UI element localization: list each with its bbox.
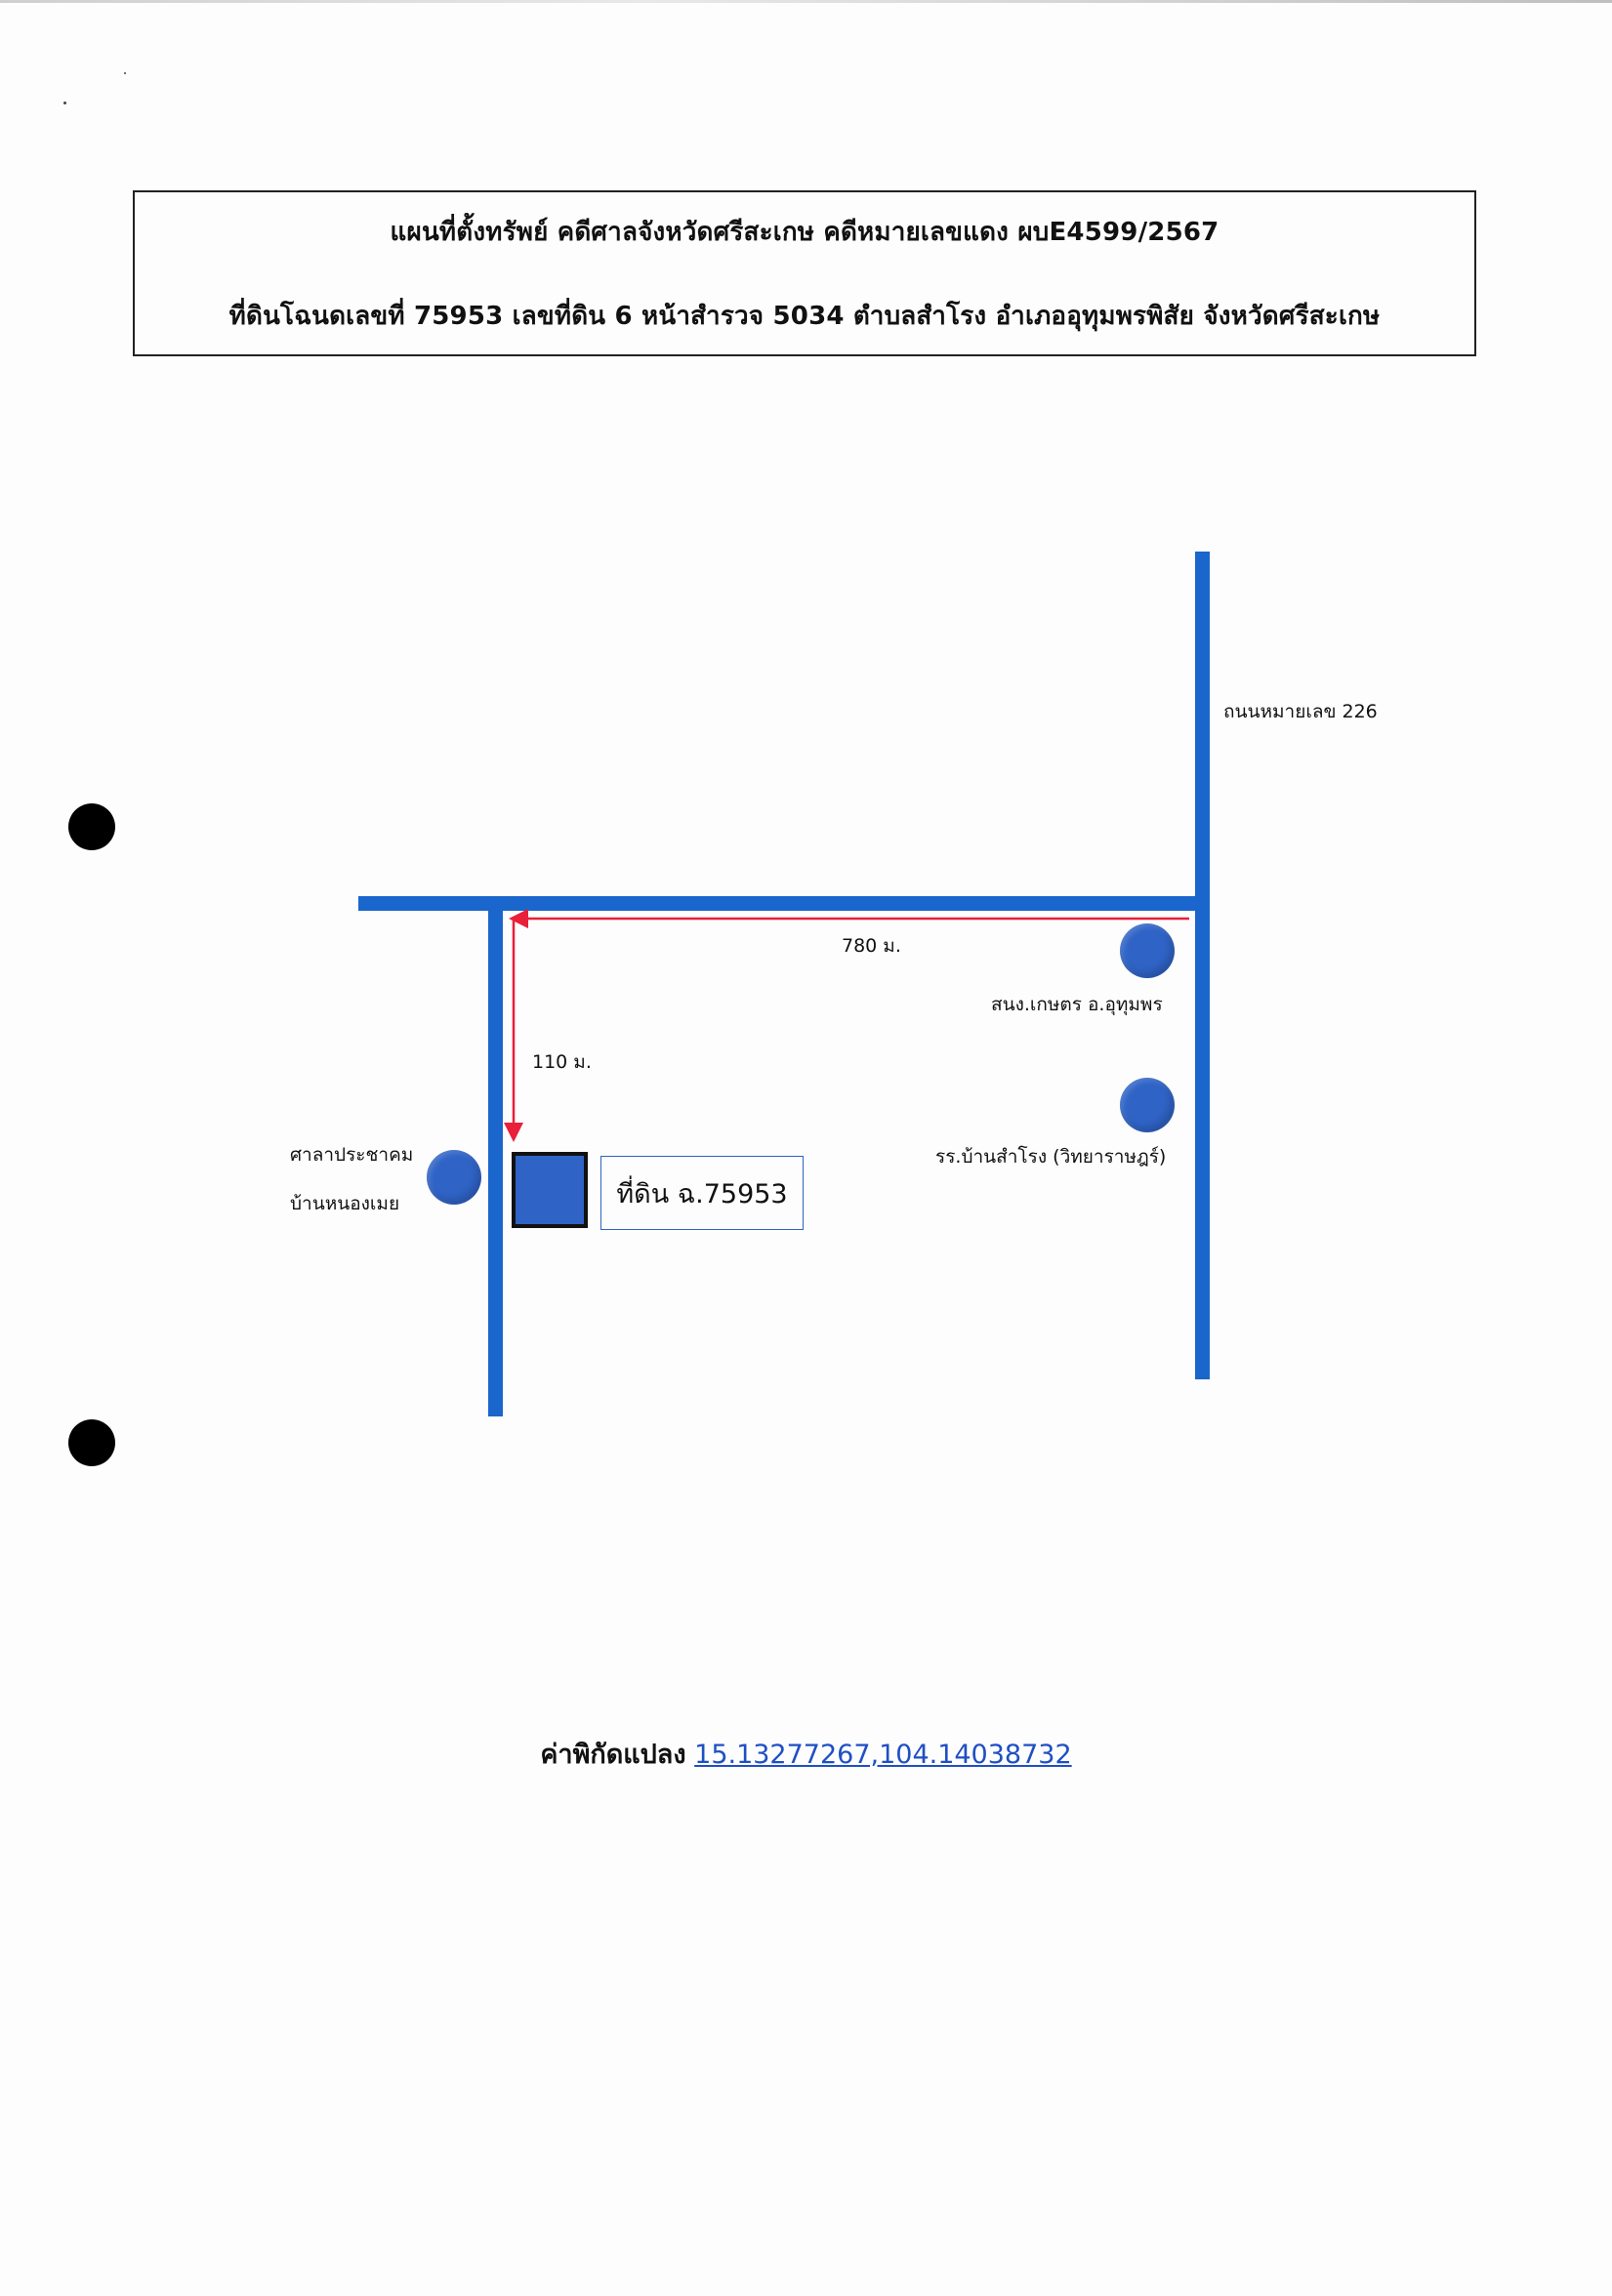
land-parcel-square xyxy=(512,1152,588,1228)
header-deed-details: ที่ดินโฉนดเลขที่ 75953 เลขที่ดิน 6 หน้าส… xyxy=(228,302,1381,331)
scan-speck xyxy=(124,72,126,74)
road-226-label: ถนนหมายเลข 226 xyxy=(1223,701,1378,722)
distance-780m-label: 780 ม. xyxy=(842,935,901,957)
community-hall-label-line2: บ้านหนองเมย xyxy=(290,1193,400,1214)
coordinates-label: ค่าพิกัดแปลง xyxy=(540,1740,686,1770)
punch-hole-top xyxy=(68,803,115,850)
agri-office-label: สนง.เกษตร อ.อุทุมพร xyxy=(991,994,1163,1015)
scan-edge xyxy=(0,0,1612,3)
school-marker xyxy=(1120,1078,1175,1132)
header-box: แผนที่ตั้งทรัพย์ คดีศาลจังหวัดศรีสะเกษ ค… xyxy=(133,190,1476,356)
highway-226-road xyxy=(1195,552,1210,1379)
school-label: รร.บ้านสำโรง (วิทยาราษฎร์) xyxy=(935,1146,1167,1168)
distance-110m-label: 110 ม. xyxy=(532,1051,592,1073)
punch-hole-bottom xyxy=(68,1419,115,1466)
land-parcel-label: ที่ดิน ฉ.75953 xyxy=(600,1156,804,1230)
community-hall-marker xyxy=(427,1150,481,1205)
coordinates-link[interactable]: 15.13277267,104.14038732 xyxy=(694,1740,1072,1770)
header-title: แผนที่ตั้งทรัพย์ คดีศาลจังหวัดศรีสะเกษ ค… xyxy=(390,218,1219,247)
scan-speck xyxy=(63,102,66,104)
horizontal-access-road xyxy=(358,896,1210,911)
agri-office-marker xyxy=(1120,923,1175,978)
community-hall-label-line1: ศาลาประชาคม xyxy=(290,1144,414,1166)
vertical-access-road xyxy=(488,896,503,1416)
coordinates-row: ค่าพิกัดแปลง 15.13277267,104.14038732 xyxy=(0,1733,1612,1775)
